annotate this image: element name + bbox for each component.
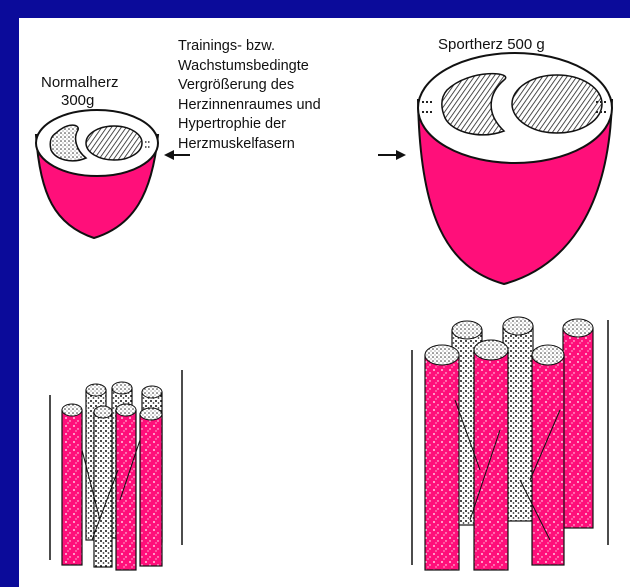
description-line: Herzmuskelfasern bbox=[178, 135, 398, 155]
description-line: Hypertrophie der bbox=[178, 115, 398, 135]
normal-heart-title: Normalherz bbox=[41, 73, 119, 92]
sport-heart bbox=[418, 53, 612, 284]
description-line: Wachstumsbedingte bbox=[178, 57, 398, 77]
sport-heart-title: Sportherz 500 g bbox=[438, 35, 545, 54]
description-text: Trainings- bzw. Wachstumsbedingte Vergrö… bbox=[178, 37, 398, 154]
description-line: Trainings- bzw. bbox=[178, 37, 398, 57]
description-line: Vergrößerung des bbox=[178, 76, 398, 96]
normal-heart bbox=[36, 110, 158, 238]
description-line: Herzinnenraumes und bbox=[178, 96, 398, 116]
normal-muscle-fiber-bundle bbox=[50, 370, 182, 570]
sport-muscle-fiber-bundle bbox=[412, 317, 608, 570]
normal-heart-weight: 300g bbox=[61, 91, 94, 110]
